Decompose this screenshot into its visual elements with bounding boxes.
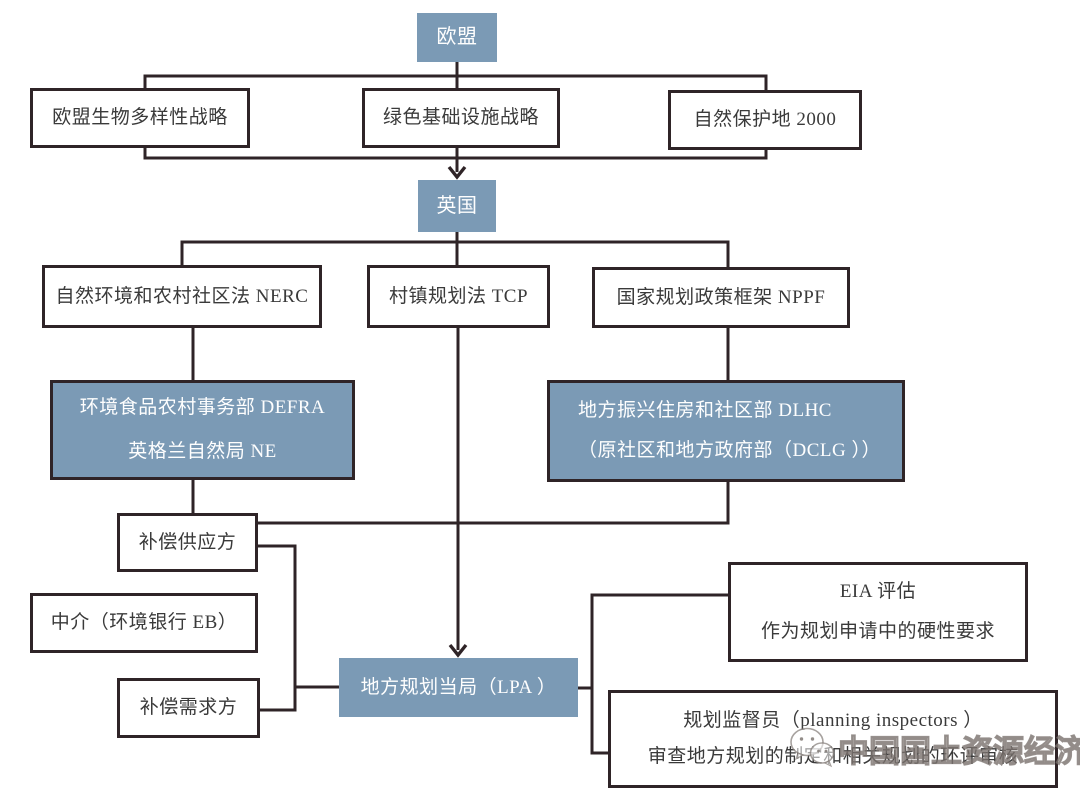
- node-label: 村镇规划法 TCP: [388, 285, 529, 307]
- node-line: EIA 评估: [839, 581, 917, 603]
- node-eu-label: 欧盟: [436, 26, 478, 48]
- node-label: 绿色基础设施战略: [382, 107, 539, 129]
- node-eu-biodiversity-strategy: 欧盟生物多样性战略: [30, 88, 250, 148]
- node-line: 作为规划申请中的硬性要求: [760, 621, 995, 642]
- node-label: 补偿供应方: [138, 531, 237, 553]
- node-dlhc: 地方振兴住房和社区部 DLHC （原社区和地方政府部（DCLG ））: [547, 380, 905, 482]
- node-line: 审查地方规划的制定和相关规划的环评审核: [647, 746, 1019, 767]
- node-nerc-act: 自然环境和农村社区法 NERC: [42, 265, 322, 328]
- node-broker-environment-bank: 中介（环境银行 EB）: [30, 593, 258, 653]
- node-label: 国家规划政策框架 NPPF: [616, 286, 826, 308]
- node-uk-label: 英国: [436, 194, 478, 217]
- node-offset-demander: 补偿需求方: [117, 678, 260, 738]
- node-defra-ne: 环境食品农村事务部 DEFRA 英格兰自然局 NE: [50, 380, 355, 480]
- node-natura-2000: 自然保护地 2000: [668, 90, 862, 150]
- node-eia-assessment: EIA 评估 作为规划申请中的硬性要求: [728, 562, 1028, 662]
- arrowhead-into-lpa: [448, 643, 468, 658]
- node-line: 地方振兴住房和社区部 DLHC: [578, 400, 832, 422]
- node-label: 补偿需求方: [139, 697, 238, 719]
- node-uk: 英国: [418, 180, 496, 232]
- node-lpa: 地方规划当局（LPA ）: [339, 658, 578, 717]
- node-nppf: 国家规划政策框架 NPPF: [592, 267, 850, 328]
- node-line: 规划监督员（planning inspectors ）: [683, 710, 983, 732]
- node-label: 自然环境和农村社区法 NERC: [55, 285, 309, 307]
- node-tcp-act: 村镇规划法 TCP: [367, 265, 550, 328]
- node-lpa-label: 地方规划当局（LPA ）: [360, 676, 557, 698]
- arrowhead-into-uk: [447, 165, 467, 180]
- node-line: （原社区和地方政府部（DCLG ））: [578, 440, 881, 461]
- node-label: 自然保护地 2000: [693, 109, 837, 131]
- node-planning-inspectors: 规划监督员（planning inspectors ） 审查地方规划的制定和相关…: [608, 690, 1058, 788]
- node-eu: 欧盟: [417, 13, 497, 62]
- node-line: 环境食品农村事务部 DEFRA: [79, 397, 326, 419]
- node-label: 中介（环境银行 EB）: [50, 612, 238, 634]
- node-label: 欧盟生物多样性战略: [52, 107, 228, 129]
- node-line: 英格兰自然局 NE: [128, 441, 277, 462]
- node-offset-supplier: 补偿供应方: [117, 513, 258, 572]
- node-green-infrastructure-strategy: 绿色基础设施战略: [362, 88, 560, 148]
